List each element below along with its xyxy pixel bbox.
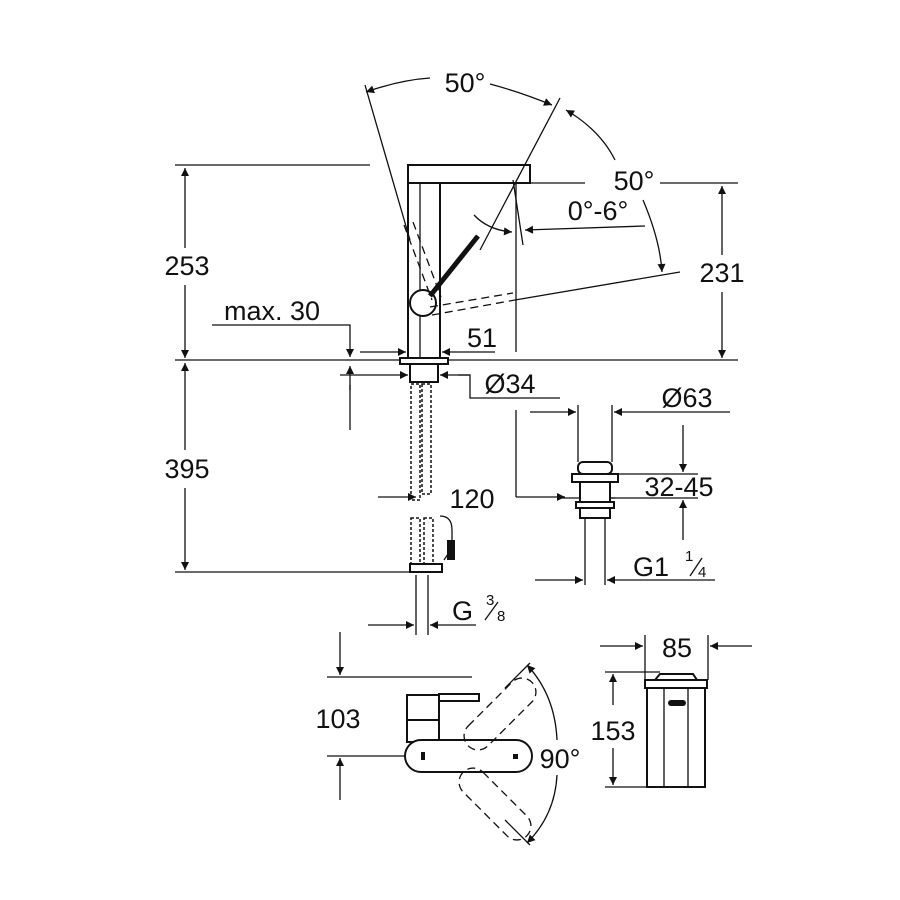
hose-left xyxy=(410,383,421,501)
drain-valve: Ø63 32-45 G1 1 4 xyxy=(515,383,730,585)
faucet-body xyxy=(407,164,441,359)
faucet-plan-view: 103 90° xyxy=(315,632,580,846)
drain-cap xyxy=(577,461,613,475)
mount-dimensions: max. 30 51 Ø34 120 G 3 8 xyxy=(212,296,560,635)
label-mount-diameter: Ø34 xyxy=(484,369,535,399)
label-cartridge-height: 153 xyxy=(590,716,635,746)
height-dimensions: 253 231 395 xyxy=(164,164,745,573)
label-spout-swing: 50° xyxy=(445,68,486,98)
cartridge-top xyxy=(644,679,708,689)
faucet-base-plan xyxy=(404,739,533,773)
label-spout-tilt: 0°-6° xyxy=(568,196,629,226)
label-hose-length: 395 xyxy=(164,454,209,484)
label-max-deck: max. 30 xyxy=(224,296,320,326)
label-height-total: 253 xyxy=(164,251,209,281)
label-drain-diameter: Ø63 xyxy=(661,383,712,413)
label-drain-thread: G1 xyxy=(633,552,669,582)
label-body-width: 51 xyxy=(467,323,497,353)
label-lever-angle: 50° xyxy=(614,166,655,196)
angle-dimensions: 50° 50° 0°-6° xyxy=(364,68,738,352)
label-outlet-height: 231 xyxy=(699,258,744,288)
faucet-side-view xyxy=(175,164,738,573)
label-drain-thread-num: 1 xyxy=(685,548,693,565)
label-hose-offset: 120 xyxy=(449,484,494,514)
cartridge-view: 85 153 xyxy=(590,633,752,788)
label-hose-thread-num: 3 xyxy=(486,592,494,609)
label-hose-thread-den: 8 xyxy=(497,608,505,625)
label-drain-thread-den: 4 xyxy=(698,564,706,581)
label-plan-height: 103 xyxy=(315,704,360,734)
label-drain-range: 32-45 xyxy=(644,472,713,502)
hose-right xyxy=(421,383,432,495)
spout xyxy=(407,164,531,184)
label-lever-rotation: 90° xyxy=(540,744,581,774)
label-hose-thread: G xyxy=(452,596,473,626)
lever-pivot xyxy=(409,289,437,317)
lever xyxy=(428,234,480,298)
label-cartridge-width: 85 xyxy=(662,633,692,663)
